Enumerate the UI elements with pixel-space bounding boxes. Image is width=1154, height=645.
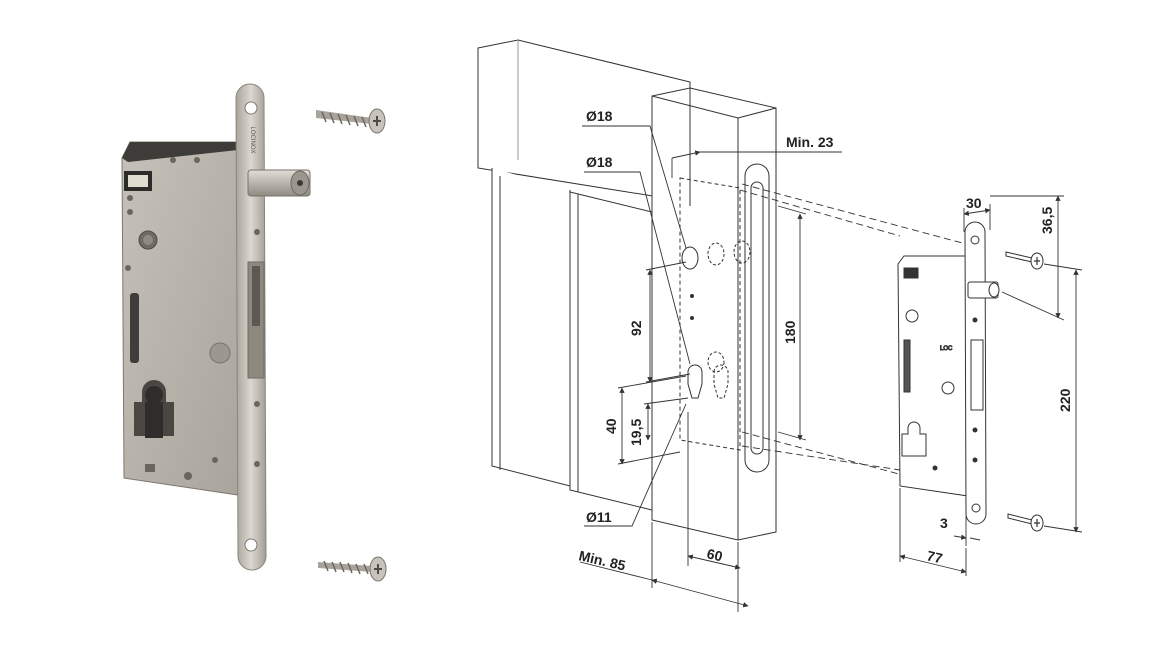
label-bore-upper: Ø18 [586, 154, 613, 170]
screw-bottom-drawing [1007, 513, 1044, 532]
screw-bottom-photo [318, 556, 387, 582]
label-bore-top: Ø18 [586, 108, 613, 124]
label-slot-height: 180 [782, 320, 798, 344]
label-body-depth: 77 [925, 547, 944, 566]
label-cyl-height: 40 [603, 418, 619, 434]
label-min-frame-depth: Min. 23 [786, 134, 834, 150]
label-min-post-width: Min. 85 [577, 547, 627, 573]
gate-post-drawing [477, 39, 777, 541]
label-faceplate-width: 30 [966, 195, 982, 211]
lock-drawing: LOC [897, 221, 1000, 525]
lock-photo: LOCINOX [121, 83, 311, 571]
svg-text:LOC: LOC [940, 346, 953, 352]
post-dimension-lines [579, 125, 842, 612]
label-faceplate-thickness: 3 [940, 515, 948, 531]
lock-dimension-lines [899, 195, 1083, 576]
screw-top-drawing [1005, 251, 1044, 270]
label-screw-spacing: 220 [1057, 388, 1073, 412]
lock-brand-engraving: LOCINOX [249, 126, 255, 153]
label-top-offset: 36,5 [1039, 207, 1055, 234]
screw-top-photo [316, 108, 386, 134]
label-cyl-offset: 19,5 [628, 419, 644, 446]
label-backset: 60 [705, 545, 724, 564]
label-bore-lower: Ø11 [586, 509, 612, 525]
label-bore-spacing: 92 [628, 320, 644, 336]
